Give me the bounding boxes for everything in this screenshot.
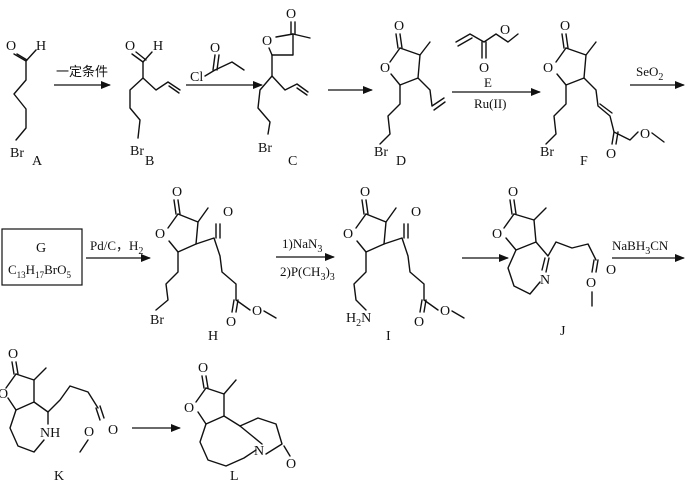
atom-o: O	[492, 227, 502, 242]
atom-o: O	[223, 205, 233, 220]
label-c: C	[288, 154, 297, 169]
reagent-seo2: SeO2	[636, 64, 663, 83]
atom-o: O	[84, 425, 94, 440]
compound-i: O O O O O H2N I	[343, 185, 465, 344]
compound-f: O O O O Br F	[540, 19, 665, 169]
atom-o: O	[343, 227, 353, 242]
atom-o: O	[108, 423, 118, 438]
atom-h: H	[36, 39, 46, 54]
reagent-nan3: 1)NaN3	[282, 236, 322, 255]
atom-br: Br	[258, 141, 272, 156]
atom-o: O	[286, 457, 296, 472]
compound-j: O O N O O J	[492, 185, 616, 339]
reagent-e: E	[484, 75, 492, 90]
atom-br: Br	[130, 144, 144, 159]
arrow-b-c: O Cl	[186, 41, 263, 89]
compound-b: O H Br B	[125, 39, 181, 169]
atom-o: O	[560, 19, 570, 34]
compound-l: O O N O L	[184, 361, 296, 483]
atom-br: Br	[540, 145, 554, 160]
atom-nh2: H2N	[346, 311, 371, 329]
atom-o: O	[606, 263, 616, 278]
atom-o: O	[543, 61, 553, 76]
atom-o: O	[500, 23, 510, 38]
atom-h: H	[153, 39, 163, 54]
atom-br: Br	[374, 145, 388, 160]
atom-cl: Cl	[190, 70, 203, 85]
atom-o: O	[252, 304, 262, 319]
atom-o: O	[0, 387, 8, 402]
label-j: J	[560, 324, 566, 339]
label-d: D	[396, 154, 406, 169]
arrow-a-b: 一定条件	[54, 64, 111, 89]
atom-o: O	[8, 347, 18, 362]
atom-n: N	[254, 444, 264, 459]
label-b: B	[145, 154, 154, 169]
arrow-f-g: SeO2	[630, 64, 685, 89]
atom-o: O	[226, 315, 236, 330]
atom-o: O	[479, 61, 489, 76]
arrow-g-h: Pd/C，H2	[86, 238, 151, 262]
arrow-d-f: O O E Ru(II)	[452, 23, 541, 111]
atom-o: O	[360, 185, 370, 200]
reagent-nabh3cn: NaBH3CN	[612, 238, 669, 257]
reagent-pdc: Pd/C，H2	[90, 238, 143, 257]
atom-n: N	[540, 273, 550, 288]
atom-o: O	[394, 19, 404, 34]
atom-o: O	[380, 61, 390, 76]
compound-c: O O Br C	[257, 7, 311, 169]
label-a: A	[32, 154, 43, 169]
label-i: I	[386, 329, 391, 344]
reagent-a-b: 一定条件	[56, 64, 108, 79]
compound-a: O H Br A	[6, 39, 46, 169]
atom-o: O	[125, 39, 135, 54]
formula-g: C13H17BrO5	[8, 262, 71, 280]
atom-o: O	[586, 276, 596, 291]
atom-o: O	[172, 185, 182, 200]
atom-o: O	[508, 185, 518, 200]
atom-o: O	[6, 39, 16, 54]
atom-nh: NH	[40, 426, 60, 441]
atom-br: Br	[10, 146, 24, 161]
label-k: K	[54, 469, 64, 483]
atom-o: O	[210, 41, 220, 56]
arrow-j-k: NaBH3CN	[612, 238, 685, 262]
atom-o: O	[155, 227, 165, 242]
reagent-pme3: 2)P(CH3)3	[280, 264, 335, 283]
arrow-h-i: 1)NaN3 2)P(CH3)3	[276, 236, 335, 283]
atom-o: O	[286, 7, 296, 22]
compound-k: O O NH O O K	[0, 347, 118, 483]
atom-o: O	[414, 315, 424, 330]
atom-o: O	[606, 147, 616, 162]
atom-o: O	[411, 205, 421, 220]
compound-g: G C13H17BrO5	[1, 228, 83, 286]
atom-o: O	[640, 127, 650, 142]
label-g: G	[36, 241, 46, 256]
atom-o: O	[440, 304, 450, 319]
compound-h: O O O O O Br H	[150, 185, 277, 344]
label-h: H	[208, 329, 218, 344]
atom-o: O	[262, 34, 272, 49]
label-l: L	[230, 469, 239, 483]
atom-o: O	[198, 361, 208, 376]
atom-o: O	[184, 401, 194, 416]
label-f: F	[580, 154, 588, 169]
atom-br: Br	[150, 313, 164, 328]
reagent-ru: Ru(II)	[474, 96, 507, 111]
compound-d: O O Br D	[374, 19, 446, 169]
